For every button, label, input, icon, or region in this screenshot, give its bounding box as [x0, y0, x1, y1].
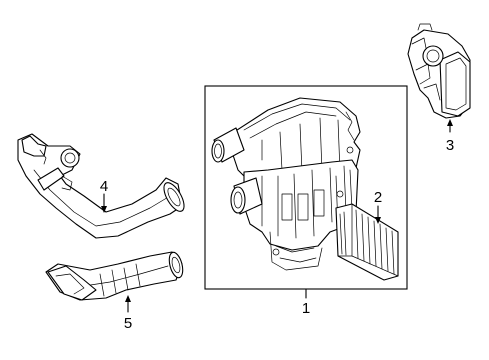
- throttle-body-drawing: [407, 23, 471, 119]
- callout-3: 3: [446, 137, 454, 154]
- callout-4: 4: [100, 178, 108, 195]
- callout-2: 2: [374, 189, 382, 206]
- lower-intake-duct-drawing: [45, 251, 184, 301]
- leader-lines: [101, 119, 453, 313]
- upper-intake-duct-drawing: [17, 133, 185, 239]
- callout-5: 5: [124, 315, 132, 332]
- air-filter-element-drawing: [335, 203, 399, 281]
- callout-1: 1: [302, 300, 310, 317]
- air-cleaner-assembly-drawing: [211, 97, 361, 271]
